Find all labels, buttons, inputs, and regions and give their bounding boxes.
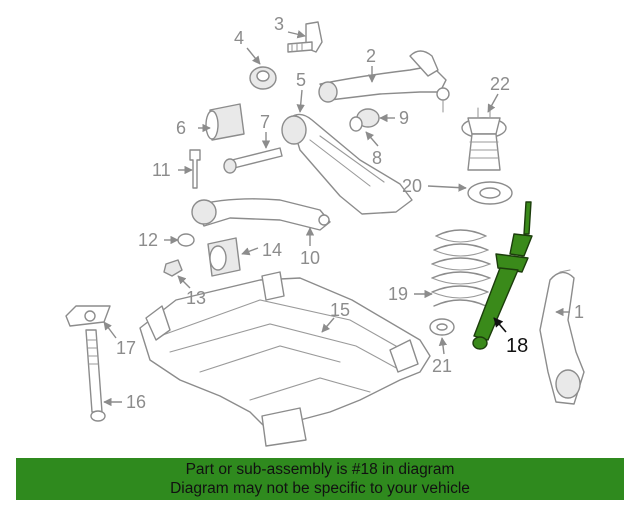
callout-12: 12 [138,230,158,250]
callout-14: 14 [262,240,282,260]
part-11-bolt [189,149,201,189]
callout-10: 10 [300,248,320,268]
part-18-shock-absorber [472,201,533,350]
callout-labels: 1 2 3 4 5 6 7 8 9 10 11 12 13 14 15 16 1… [116,14,584,412]
callout-2: 2 [366,46,376,66]
part-5-lower-arm [281,113,413,215]
callout-16: 16 [126,392,146,412]
callout-17: 17 [116,338,136,358]
callout-15: 15 [330,300,350,320]
callout-3: 3 [274,14,284,34]
part-1-knuckle [539,269,585,405]
info-banner: Part or sub-assembly is #18 in diagram D… [16,458,624,500]
callout-13: 13 [186,288,206,308]
part-10-link [191,198,331,231]
banner-line-part: Part or sub-assembly is #18 in diagram [185,461,455,478]
callout-19: 19 [388,284,408,304]
part-7-bolt [223,147,283,174]
callout-21: 21 [432,356,452,376]
leader-lines [103,30,570,407]
callout-18: 18 [506,335,528,357]
callout-20: 20 [402,176,422,196]
part-6-bushing [205,103,245,141]
part-16-long-bolt [85,329,106,422]
callout-11: 11 [152,160,171,180]
callout-1: 1 [574,302,584,322]
suspension-parts-diagram: 1 2 3 4 5 6 7 8 9 10 11 12 13 14 15 16 1… [65,14,585,447]
part-12-washer [177,233,195,247]
part-9-bushing [349,108,380,132]
callout-5: 5 [296,70,306,90]
part-13-nut [163,259,183,277]
callout-22: 22 [490,74,510,94]
part-4-bushing [249,66,277,90]
callout-8: 8 [372,148,382,168]
part-17-bracket [65,305,111,327]
callout-6: 6 [176,118,186,138]
part-2-upper-arm [318,50,450,113]
banner-line-disclaimer: Diagram may not be specific to your vehi… [170,480,470,497]
part-19-coil-spring [431,229,491,307]
callout-7: 7 [260,112,270,132]
part-20-spring-seat [467,181,513,205]
part-21-lower-seat [429,318,455,336]
callout-9: 9 [399,108,409,128]
part-14-bushing [207,237,241,277]
part-3-bolt [287,21,323,53]
part-15-subframe [139,271,431,447]
part-22-strut-mount [461,107,507,171]
callout-4: 4 [234,28,244,48]
